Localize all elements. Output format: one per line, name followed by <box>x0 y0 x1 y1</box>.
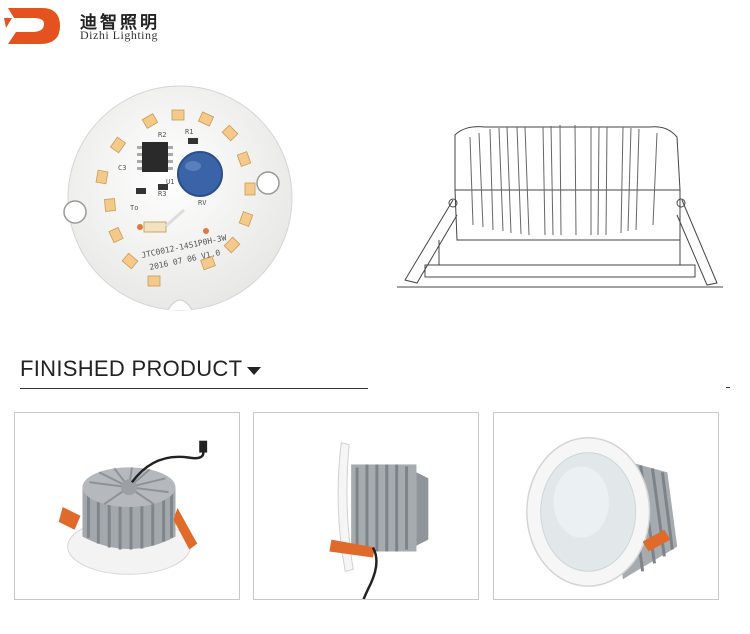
brand-name-english: Dizhi Lighting <box>80 28 158 42</box>
section-divider <box>20 388 368 389</box>
svg-text:RV: RV <box>198 199 207 207</box>
brand-name-chinese: 迪智照明 <box>80 13 160 33</box>
section-title: FINISHED PRODUCT <box>20 356 243 381</box>
svg-text:C3: C3 <box>118 164 126 172</box>
product-photo-top-angle <box>14 412 240 600</box>
downlight-technical-drawing <box>397 124 723 288</box>
decorative-dash <box>726 387 730 388</box>
product-photo-front <box>493 412 719 600</box>
svg-text:R3: R3 <box>158 190 166 198</box>
svg-text:U1: U1 <box>166 178 174 186</box>
product-photo-side <box>253 412 479 600</box>
svg-text:R2: R2 <box>158 131 166 139</box>
caret-down-icon <box>247 367 261 375</box>
svg-text:R1: R1 <box>185 128 193 136</box>
svg-text:To: To <box>130 204 138 212</box>
brand-logo <box>4 8 60 44</box>
